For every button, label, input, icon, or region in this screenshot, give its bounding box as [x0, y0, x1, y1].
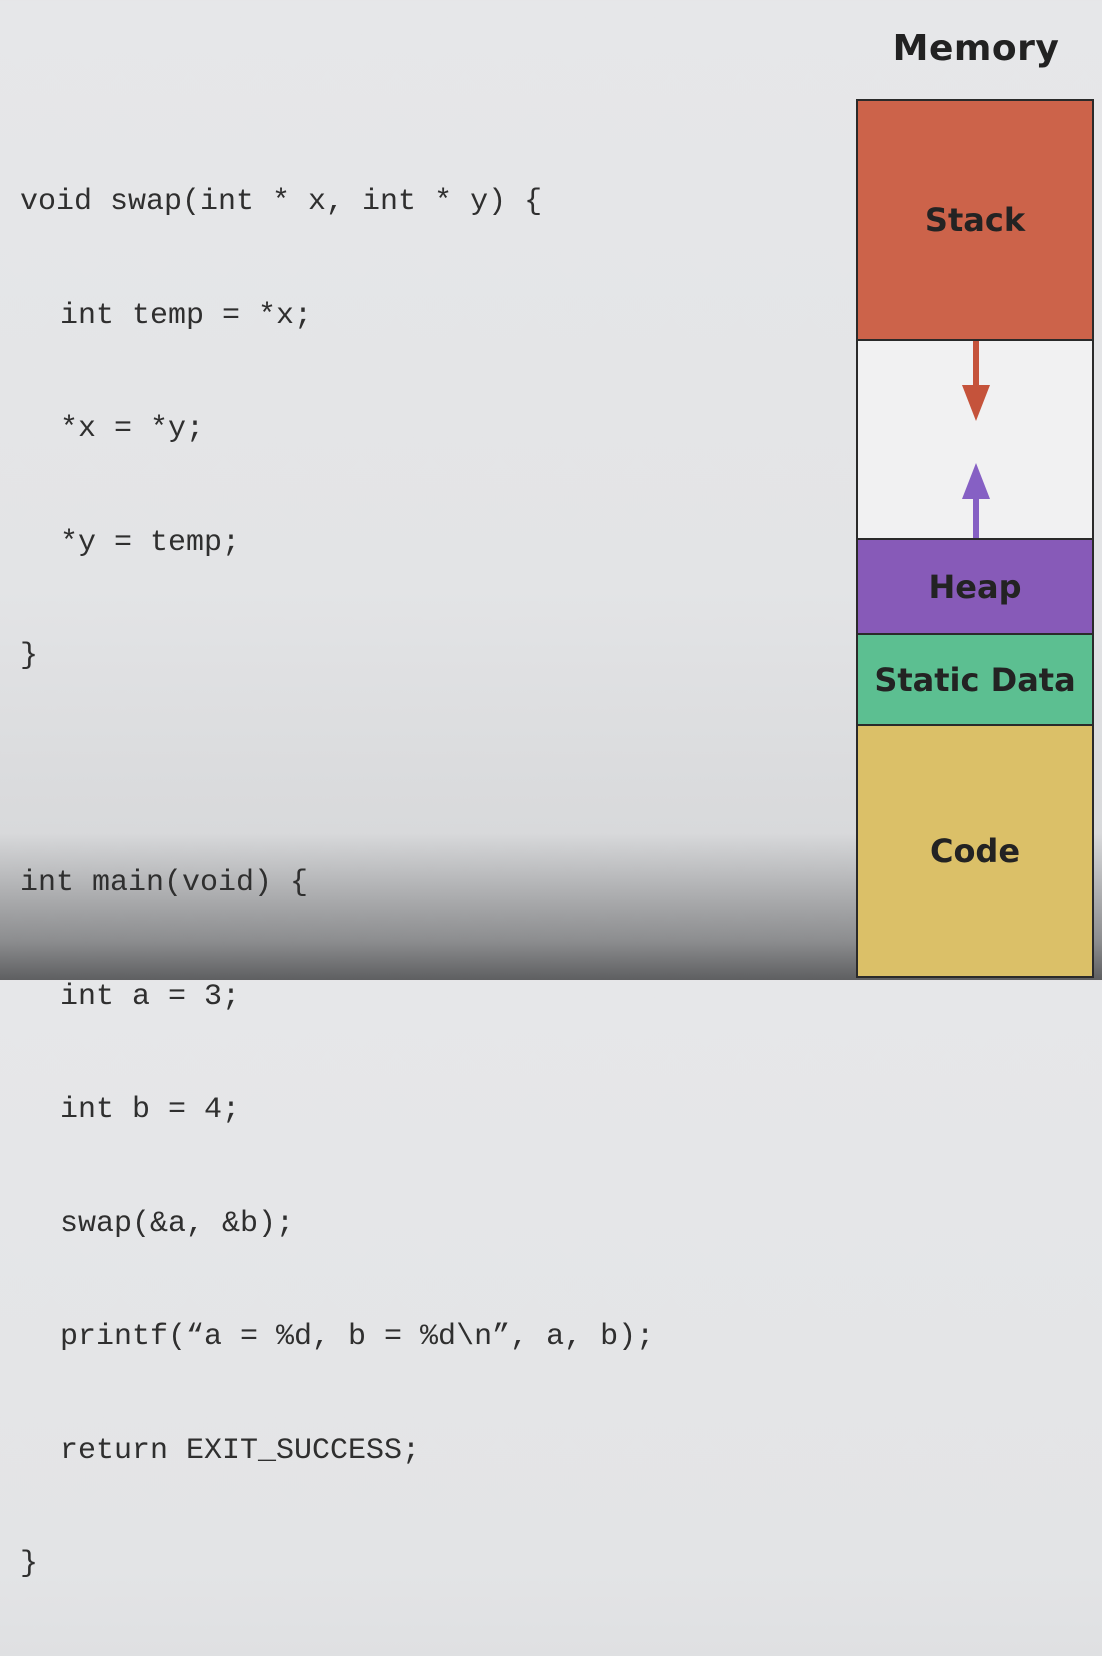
code-block: void swap(int * x, int * y) { int temp =… — [20, 112, 654, 1656]
slide: void swap(int * x, int * y) { int temp =… — [20, 28, 1094, 1581]
memory-segment-heap: Heap — [856, 538, 1094, 635]
segment-label-static-data: Static Data — [874, 660, 1076, 699]
memory-title: Memory — [892, 28, 1060, 69]
memory-free-space — [856, 339, 1094, 540]
code-line: return EXIT_SUCCESS; — [60, 1433, 421, 1468]
code-line: *x = *y; — [60, 412, 205, 446]
code-line: void swap(int * x, int * y) { — [20, 185, 543, 219]
memory-segment-static-data: Static Data — [856, 633, 1094, 726]
code-line: *y = temp; — [60, 525, 241, 560]
code-line: int main(void) { — [20, 866, 309, 900]
segment-label-heap: Heap — [928, 567, 1022, 606]
segment-label-code: Code — [929, 832, 1021, 870]
segment-label-stack: Stack — [924, 201, 1026, 239]
code-line: int temp = *x; — [60, 298, 313, 333]
code-line: int b = 4; — [60, 1093, 241, 1127]
code-line: int a = 3; — [60, 979, 241, 1014]
code-line: swap(&a, &b); — [60, 1206, 295, 1241]
memory-segment-code: Code — [856, 724, 1094, 978]
memory-segment-stack: Stack — [856, 99, 1094, 341]
code-line: printf(“a = %d, b = %d\n”, a, b); — [60, 1320, 655, 1354]
code-line: } — [20, 1547, 39, 1581]
growth-arrows — [962, 341, 990, 538]
code-line-blank — [20, 748, 654, 794]
code-line: } — [20, 639, 39, 673]
heap-growth-arrow — [962, 463, 990, 538]
stack-growth-arrow — [962, 341, 990, 421]
